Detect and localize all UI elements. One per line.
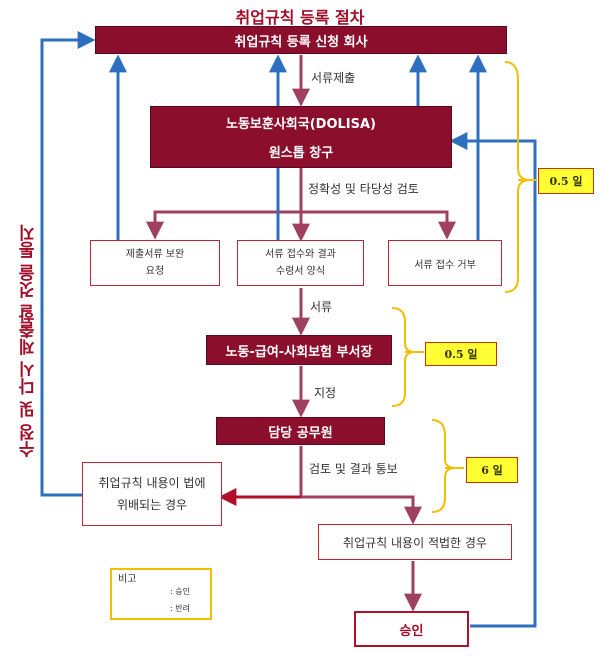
label-docs: 서류 bbox=[310, 300, 333, 314]
duration-badge-2: 0.5 일 bbox=[425, 342, 497, 366]
dept-head-box: 노동-급여-사회보험 부서장 bbox=[206, 335, 392, 365]
legend-reject-label: : 반려 bbox=[170, 604, 190, 613]
label-assign: 지정 bbox=[314, 386, 337, 400]
supplement-line1: 제출서류 보완 bbox=[125, 249, 185, 260]
company-box: 취업규칙 등록 신청 회사 bbox=[95, 26, 507, 54]
violation-box: 취업규칙 내용이 법에 위배되는 경우 bbox=[82, 462, 222, 526]
receipt-line2: 수령서 양식 bbox=[275, 266, 326, 277]
legend-title: 비고 bbox=[118, 574, 137, 585]
label-submit-docs: 서류제출 bbox=[311, 71, 356, 85]
legend-approve-label: : 승인 bbox=[170, 587, 190, 596]
duration-badge-3: 6 일 bbox=[466, 457, 518, 483]
label-review-notify: 검토 및 결과 통보 bbox=[309, 462, 398, 476]
violation-line2: 위배되는 경우 bbox=[116, 498, 188, 512]
receipt-line1: 서류 접수와 결과 bbox=[265, 249, 336, 260]
arrow-branch-right bbox=[301, 210, 456, 240]
arrow-to-lawful bbox=[301, 495, 422, 525]
bracket-1 bbox=[504, 61, 531, 293]
arrow-branch-left bbox=[146, 210, 301, 240]
supplement-box: 제출서류 보완 요청 bbox=[90, 240, 220, 286]
duration-badge-1: 0.5 일 bbox=[538, 168, 594, 194]
page-title: 취업규칙 등록 절차 bbox=[235, 8, 365, 27]
reject-box: 서류 접수 거부 bbox=[388, 240, 502, 286]
return-approval-to-dolisa bbox=[449, 132, 537, 628]
violation-line1: 취업규칙 내용이 법에 bbox=[98, 476, 206, 490]
supplement-line2: 요청 bbox=[145, 266, 165, 277]
dolisa-line1: 노동보훈사회국(DOLISA) bbox=[226, 117, 376, 132]
return-violation-to-company bbox=[40, 31, 96, 497]
legend-box bbox=[110, 568, 212, 620]
approval-box: 승인 bbox=[354, 611, 469, 647]
receipt-box: 서류 접수와 결과 수령서 양식 bbox=[237, 240, 364, 286]
dolisa-box: 노동보훈사회국(DOLISA) 원스톱 창구 bbox=[150, 106, 452, 168]
bracket-3 bbox=[431, 419, 456, 513]
label-validity-review: 정확성 및 타당성 검토 bbox=[308, 182, 419, 196]
officer-box: 담당 공무원 bbox=[216, 417, 385, 445]
bracket-2 bbox=[391, 307, 416, 407]
dolisa-line2: 원스톱 창구 bbox=[268, 146, 334, 161]
side-note-vertical: 수정 및 다시 제출할 것을 통지 bbox=[19, 224, 39, 458]
lawful-box: 취업규칙 내용이 적법한 경우 bbox=[318, 524, 512, 560]
